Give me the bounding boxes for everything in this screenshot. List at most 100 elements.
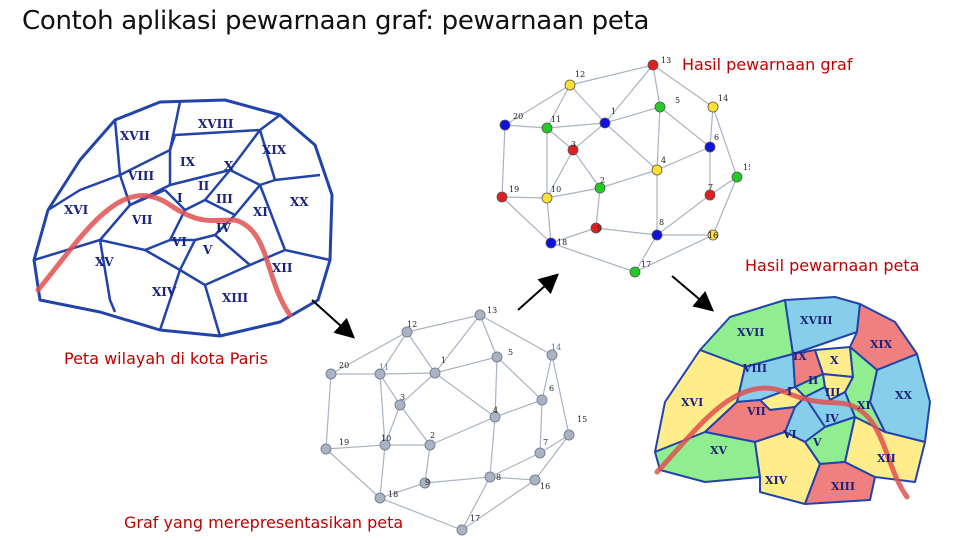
graph-node	[419, 477, 431, 489]
node-label: 10	[551, 185, 561, 194]
district-label: XIX	[870, 338, 893, 351]
graph-caption: Graf yang merepresentasikan peta	[124, 513, 404, 532]
graph-node	[546, 349, 558, 361]
graph-node	[379, 439, 391, 451]
node-label: 17	[641, 260, 651, 269]
colored-node	[541, 122, 553, 134]
node-label: 13	[661, 56, 671, 65]
colored-node	[541, 192, 553, 204]
node-label: 12	[407, 320, 417, 329]
district-label: VIII	[127, 169, 155, 183]
node-label: 14	[718, 94, 728, 103]
colored-node	[707, 101, 719, 113]
colored-node	[564, 79, 576, 91]
left-map-caption: Peta wilayah di kota Paris	[64, 349, 268, 368]
slide-title: Contoh aplikasi pewarnaan graf: pewarnaa…	[22, 6, 650, 36]
graph-node	[424, 439, 436, 451]
district-label: IX	[180, 155, 196, 169]
graph-node	[489, 411, 501, 423]
district-label: XIX	[262, 143, 287, 157]
colored-node	[707, 229, 719, 241]
node-label: 15	[743, 163, 750, 172]
district-label: XIII	[222, 291, 249, 305]
colored-node	[731, 171, 743, 183]
colored-graph-caption: Hasil pewarnaan graf	[682, 55, 853, 74]
node-label: 9	[425, 478, 430, 487]
node-label: 19	[509, 185, 519, 194]
node-label: 4	[661, 156, 666, 165]
district-label: X	[224, 159, 234, 173]
district-labels: XVIII XVII XIX IX X VIII II I III XX XVI…	[64, 117, 309, 305]
colored-node	[704, 189, 716, 201]
district-label: VI	[782, 428, 797, 441]
arrow-map-to-graph	[311, 299, 355, 339]
graph-node	[374, 492, 386, 504]
district-label: X	[830, 354, 839, 367]
colored-node	[567, 144, 579, 156]
node-label: 12	[575, 70, 585, 79]
colored-node	[704, 141, 716, 153]
district-label: XVII	[737, 326, 764, 339]
paris-outline	[32, 98, 334, 338]
node-label: 2	[430, 431, 435, 440]
district-label: XX	[290, 195, 309, 209]
colored-node	[545, 237, 557, 249]
district-label: XIV	[152, 285, 177, 299]
colored-paris-map: XVIII XVII XIX IX X VIII II I III XX XVI…	[654, 296, 931, 505]
district-label: XIII	[831, 480, 855, 493]
colored-node	[496, 191, 508, 203]
node-label: 3	[400, 393, 405, 402]
district-label: I	[787, 385, 792, 398]
colored-node	[651, 164, 663, 176]
colored-node	[590, 222, 602, 234]
graph-node	[374, 368, 386, 380]
district-label: XII	[877, 452, 896, 465]
colored-node	[594, 182, 606, 194]
graph-diagram: 13 12 5 14 20 11 1 6 3 4 15 19 10 2 7 9 …	[320, 306, 587, 536]
district-label: XII	[272, 261, 293, 275]
graph-node	[491, 351, 503, 363]
node-label: 16	[708, 231, 718, 240]
graph-node	[484, 471, 496, 483]
node-label: 1	[611, 107, 616, 116]
graph-node	[456, 524, 468, 536]
node-label: 5	[508, 348, 513, 357]
district-label: VII	[746, 405, 766, 418]
node-label: 7	[708, 183, 713, 192]
district-label: XIV	[765, 474, 788, 487]
district-label: XI	[253, 205, 268, 219]
node-label: 11	[551, 115, 561, 124]
node-label: 1	[441, 356, 446, 365]
node-label: 18	[388, 490, 398, 499]
seine-river	[35, 193, 293, 318]
district-label: VIII	[742, 362, 767, 375]
colored-node	[499, 119, 511, 131]
graph-node	[563, 429, 575, 441]
node-label: 11	[379, 363, 389, 372]
district-label: XVIII	[800, 314, 833, 327]
district-label: IX	[793, 350, 807, 363]
node-label: 8	[659, 218, 664, 227]
district-label: IV	[216, 221, 232, 235]
district-label: II	[198, 179, 210, 193]
district-label: III	[825, 386, 840, 399]
district-label: IV	[825, 412, 839, 425]
district-label: XV	[710, 444, 728, 457]
node-label: 20	[339, 361, 349, 370]
district-label: VI	[171, 235, 187, 249]
node-label: 4	[493, 406, 498, 415]
node-label: 18	[557, 238, 567, 247]
region-xiii	[804, 461, 876, 505]
district-label: XVIII	[198, 117, 234, 131]
node-label: 19	[339, 438, 349, 447]
district-label: XX	[895, 389, 913, 402]
seine-river	[654, 385, 910, 500]
colored-graph-diagram: 13 12 5 14 20 11 1 6 3 4 15 19 10 2 7 9 …	[496, 56, 750, 278]
node-label: 3	[571, 140, 576, 149]
district-label: XI	[857, 399, 871, 412]
graph-node	[474, 309, 486, 321]
graph-node	[529, 474, 541, 486]
node-label: 6	[549, 384, 554, 393]
node-label: 2	[600, 176, 605, 185]
node-label: 9	[597, 224, 602, 233]
